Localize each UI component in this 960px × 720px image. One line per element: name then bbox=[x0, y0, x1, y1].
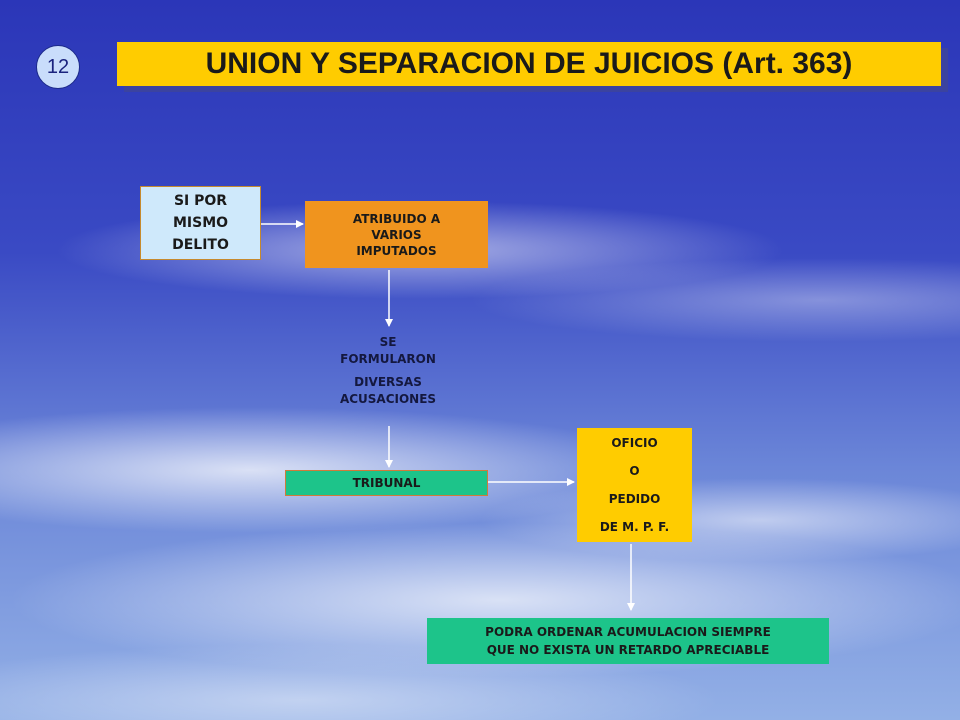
node-si-por-mismo-delito: SI POR MISMO DELITO bbox=[140, 186, 261, 260]
node-line: PEDIDO bbox=[608, 492, 661, 506]
node-line: VARIOS bbox=[371, 227, 422, 242]
node-line: SI POR bbox=[173, 193, 228, 209]
node-line: DIVERSAS bbox=[354, 375, 422, 389]
node-line: OFICIO bbox=[611, 436, 658, 450]
node-se-formularon-diversas-acusaciones: SE FORMULARON DIVERSAS ACUSACIONES bbox=[318, 334, 458, 408]
node-line: QUE NO EXISTA UN RETARDO APRECIABLE bbox=[486, 643, 770, 657]
node-line: DELITO bbox=[172, 237, 229, 253]
node-label: TRIBUNAL bbox=[352, 476, 421, 490]
node-line: IMPUTADOS bbox=[356, 243, 437, 258]
slide-number-badge: 12 bbox=[36, 45, 80, 89]
node-line: ACUSACIONES bbox=[339, 392, 437, 406]
node-line: MISMO bbox=[172, 215, 229, 231]
node-line: O bbox=[629, 464, 640, 478]
node-line: ATRIBUIDO A bbox=[352, 211, 441, 226]
node-line: DE M. P. F. bbox=[599, 520, 670, 534]
node-tribunal: TRIBUNAL bbox=[285, 470, 488, 496]
node-line: PODRA ORDENAR ACUMULACION SIEMPRE bbox=[485, 625, 771, 639]
node-line: FORMULARON bbox=[340, 352, 436, 366]
node-podra-ordenar-acumulacion: PODRA ORDENAR ACUMULACION SIEMPRE QUE NO… bbox=[427, 618, 829, 664]
node-oficio-o-pedido: OFICIO O PEDIDO DE M. P. F. bbox=[577, 428, 692, 542]
node-atribuido-varios-imputados: ATRIBUIDO A VARIOS IMPUTADOS bbox=[305, 201, 488, 268]
node-line: SE bbox=[379, 335, 397, 349]
slide-title: UNION Y SEPARACION DE JUICIOS (Art. 363) bbox=[117, 42, 941, 86]
